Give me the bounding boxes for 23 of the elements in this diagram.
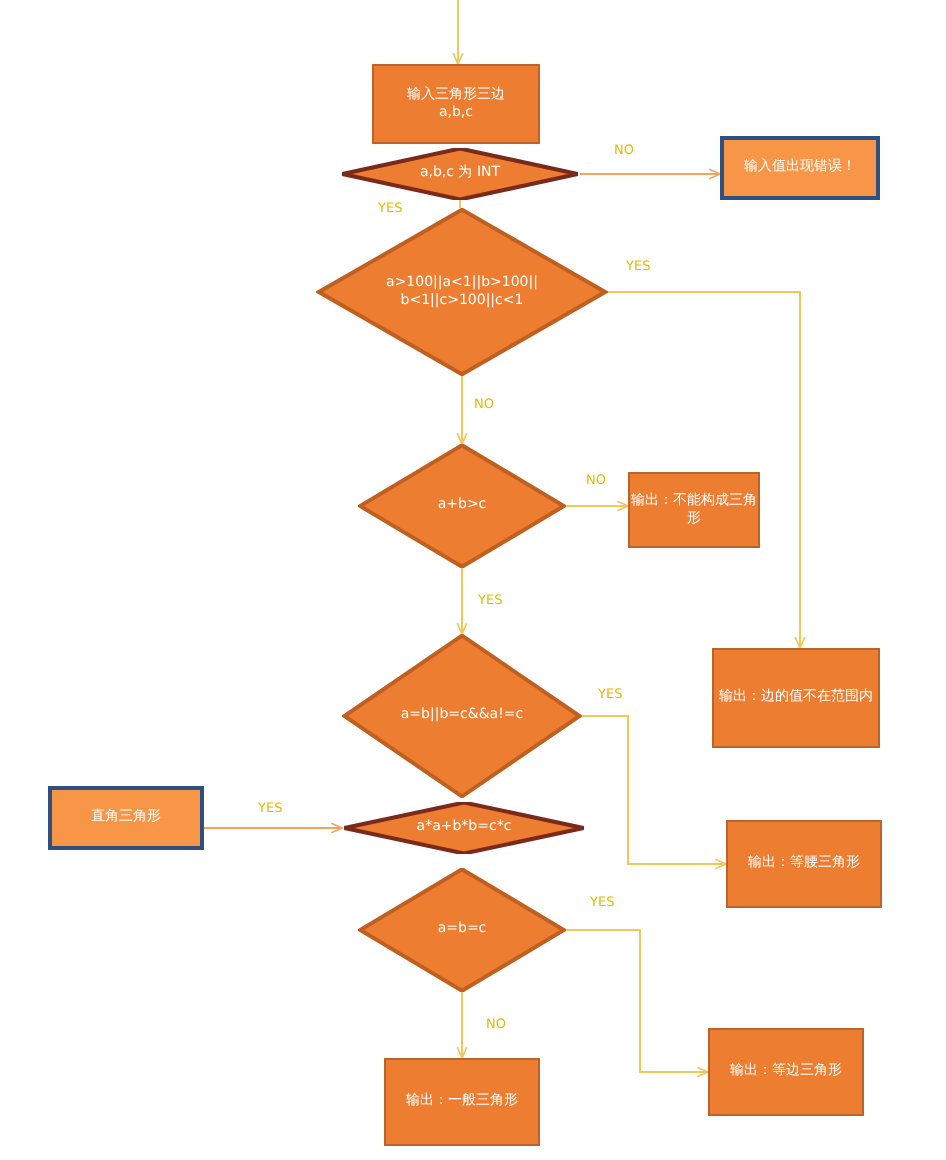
- process-box: [628, 472, 760, 548]
- message-box: [48, 786, 204, 850]
- arrow: [565, 500, 629, 512]
- arrow: [456, 567, 468, 635]
- arrow: [456, 375, 468, 445]
- process-box: [372, 64, 540, 144]
- arrow: [579, 168, 721, 180]
- arrow: [565, 929, 709, 1078]
- process-box: [384, 1058, 540, 1146]
- arrow: [203, 822, 343, 834]
- arrow: [456, 991, 468, 1059]
- decision-diamond: [358, 444, 566, 568]
- arrow: [581, 715, 727, 870]
- process-box: [712, 648, 880, 748]
- arrow: [452, 0, 464, 65]
- decision-diamond: [342, 802, 586, 854]
- arrow: [607, 291, 806, 649]
- decision-diamond: [358, 868, 566, 992]
- process-box: [726, 820, 882, 908]
- message-box: [720, 136, 880, 200]
- decision-diamond: [342, 634, 582, 798]
- decision-diamond: [340, 148, 580, 200]
- process-box: [708, 1028, 864, 1116]
